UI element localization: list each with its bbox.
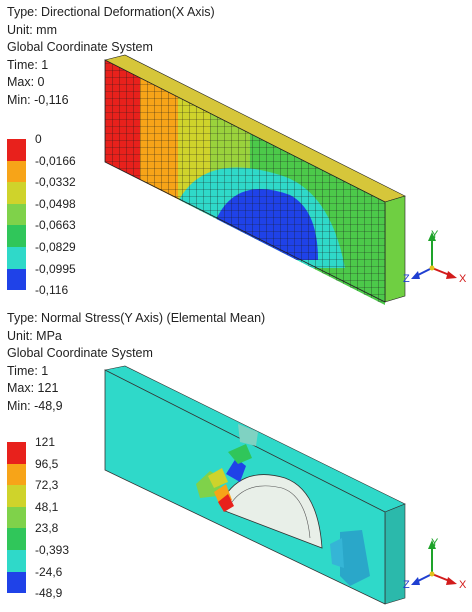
axis-triad: [411, 232, 457, 279]
legend-swatch: [7, 442, 26, 464]
legend-value: -0,393: [35, 542, 70, 557]
deformation-info: Type: Directional Deformation(X Axis) Un…: [7, 4, 215, 109]
legend-swatch: [7, 268, 26, 291]
axis-y-label: Y: [431, 229, 439, 241]
legend-value: 23,8: [35, 521, 59, 536]
result-time: Time: 1: [7, 363, 49, 378]
legend-value: -24,6: [35, 564, 63, 579]
legend-value: 121: [35, 435, 56, 449]
legend-swatch: [7, 225, 26, 247]
result-max: Max: 121: [7, 381, 59, 395]
beam-end-face: [384, 503, 406, 605]
result-time: Time: 1: [7, 57, 49, 72]
result-unit: Unit: MPa: [7, 328, 62, 343]
axis-z-label: Z: [403, 579, 410, 591]
axis-triad: [411, 540, 457, 585]
axis-x-label: X: [459, 273, 467, 285]
axis-x-label: X: [459, 579, 467, 591]
legend-swatch: [7, 485, 26, 507]
legend-value: -0,0332: [35, 175, 76, 190]
beam-cutout: [224, 474, 323, 549]
stress-plot-panel: Y X Z Type: Normal Stress(Y Axis) (Eleme…: [0, 306, 472, 612]
legend-swatch: [7, 506, 26, 529]
legend-swatch: [7, 463, 26, 486]
legend-swatch: [7, 160, 26, 183]
result-type: Type: Directional Deformation(X Axis): [7, 5, 215, 19]
legend-swatch: [7, 246, 26, 269]
legend-value: 96,5: [35, 456, 59, 471]
deformation-model-view[interactable]: Y X Z: [0, 0, 472, 305]
legend-swatch: [7, 203, 26, 226]
result-unit: Unit: mm: [7, 22, 57, 37]
legend-value: -0,116: [35, 283, 69, 298]
legend-swatch: [7, 549, 26, 572]
beam-end-face: [384, 195, 406, 303]
legend-swatch: [7, 182, 26, 204]
legend-value: -0,0663: [35, 218, 76, 233]
legend-swatch: [7, 139, 26, 161]
axis-z-label: Z: [403, 273, 410, 285]
result-type: Type: Normal Stress(Y Axis) (Elemental M…: [7, 311, 266, 325]
legend-value: 72,3: [35, 478, 59, 493]
stress-model-view[interactable]: Y X Z: [0, 306, 472, 612]
legend-value: 0: [35, 132, 42, 146]
legend-value: -0,0166: [35, 153, 76, 168]
legend-value: 48,1: [35, 499, 59, 514]
legend-swatch: [7, 528, 26, 550]
result-min: Min: -48,9: [7, 398, 63, 413]
legend-value: -0,0995: [35, 261, 76, 276]
coordinate-system: Global Coordinate System: [7, 40, 153, 54]
deformation-plot-panel: Y X Z Type: Directional Deformation(X Ax…: [0, 0, 472, 305]
legend-value: -48,9: [35, 586, 63, 601]
stress-info: Type: Normal Stress(Y Axis) (Elemental M…: [7, 310, 265, 415]
result-min: Min: -0,116: [7, 92, 69, 107]
result-max: Max: 0: [7, 75, 45, 89]
coordinate-system: Global Coordinate System: [7, 346, 153, 360]
legend-value: -0,0498: [35, 196, 76, 211]
legend-swatch: [7, 571, 26, 594]
legend-value: -0,0829: [35, 239, 76, 254]
axis-y-label: Y: [431, 537, 439, 549]
